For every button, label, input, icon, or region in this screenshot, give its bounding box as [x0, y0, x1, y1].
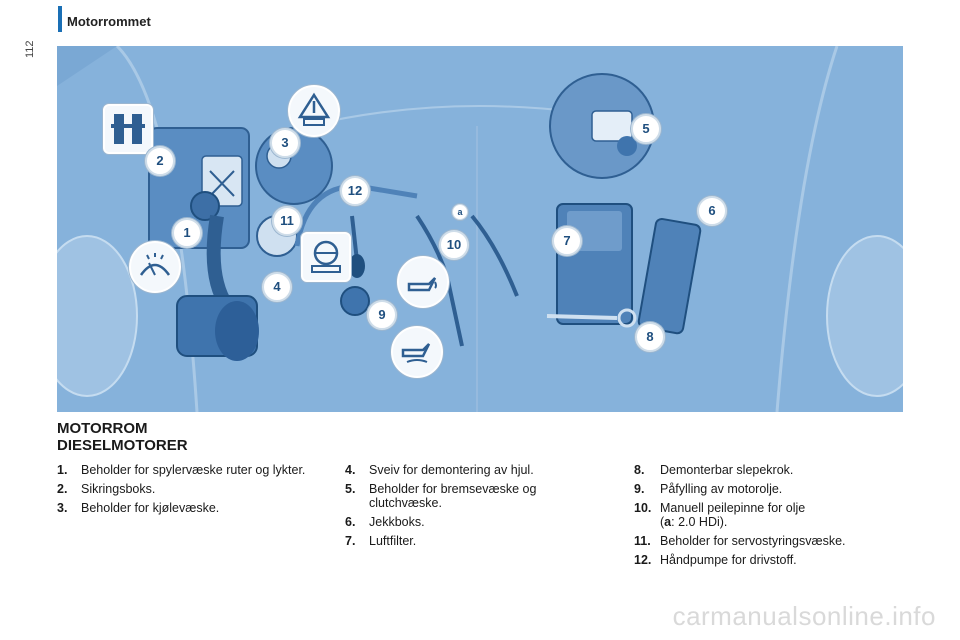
legend-text: Påfylling av motorolje. [660, 482, 783, 496]
callout-10: 10 [439, 230, 469, 260]
legend-item: 8. Demonterbar slepekrok. [634, 463, 904, 477]
power-steering-icon [301, 232, 351, 282]
legend-text-paren: ( [660, 515, 665, 529]
hand-pump-bulb [349, 254, 365, 278]
legend-item: 12. Håndpumpe for drivstoff. [634, 553, 904, 567]
legend-item: 4. Sveiv for demontering av hjul. [345, 463, 595, 477]
hand-pump-hose [350, 215, 359, 262]
coolant-icon [288, 85, 340, 137]
legend-item: 10. Manuell peilepinne for olje(a: 2.0 HD… [634, 501, 904, 529]
legend-text: Beholder for servostyringsvæske. [660, 534, 846, 548]
legend-text: Beholder for spylervæske ruter og lykter… [81, 463, 306, 477]
callout-6: 6 [697, 196, 727, 226]
legend-number: 1. [57, 463, 68, 477]
callout-2: 2 [145, 146, 175, 176]
legend-number: 11. [634, 534, 651, 548]
legend-number: 12. [634, 553, 652, 567]
engine-bay-illustration: 1 2 3 4 5 6 7 8 9 10 11 12 a [57, 46, 903, 412]
oil-filler-cap [340, 286, 370, 316]
legend-item: 6. Jekkboks. [345, 515, 595, 529]
engine-bay-drawing [57, 46, 903, 412]
legend-text: Sveiv for demontering av hjul. [369, 463, 534, 477]
legend-item: 2. Sikringsboks. [57, 482, 317, 496]
oil-filler-icon [391, 326, 443, 378]
legend-item: 5. Beholder for bremsevæske og clutchvæsk… [345, 482, 595, 510]
legend-number: 4. [345, 463, 356, 477]
legend-number: 5. [345, 482, 356, 496]
headlight-right [826, 235, 903, 397]
legend-number: 2. [57, 482, 68, 496]
legend-item: 7. Luftfilter. [345, 534, 595, 548]
oil-level-icon [397, 256, 449, 308]
callout-1: 1 [172, 218, 202, 248]
callout-12: 12 [340, 176, 370, 206]
legend-text-a: a [664, 515, 672, 529]
callout-5: 5 [631, 114, 661, 144]
legend-text: Manuell peilepinne for olje(a: 2.0 HDi). [660, 501, 805, 529]
legend-column-2: 4. Sveiv for demontering av hjul. 5. Behol… [345, 463, 595, 553]
fuse-box-mark [209, 170, 235, 197]
legend-text-main: Manuell peilepinne for olje [660, 501, 806, 515]
legend-item: 11. Beholder for servostyringsvæske. [634, 534, 904, 548]
hood-edge-right [775, 46, 839, 412]
legend-text: Jekkboks. [369, 515, 425, 529]
heading-line-1: MOTORROM [57, 420, 148, 437]
tow-hook [546, 314, 618, 320]
legend-text: Beholder for kjølevæske. [81, 501, 220, 515]
legend-text: Håndpumpe for drivstoff. [660, 553, 797, 567]
watermark: carmanualsonline.info [672, 601, 936, 631]
lower-canister [215, 301, 259, 361]
legend-number: 3. [57, 501, 68, 515]
legend-text: Demonterbar slepekrok. [660, 463, 794, 477]
legend-number: 9. [634, 482, 645, 496]
legend-column-1: 1. Beholder for spylervæske ruter og lykt… [57, 463, 317, 520]
headlight-left [57, 235, 138, 397]
callout-a: a [452, 204, 468, 220]
section-title: Motorrommet [67, 14, 151, 29]
page-heading: MOTORROM DIESELMOTORER [57, 420, 188, 454]
legend-number: 6. [345, 515, 356, 529]
callout-8: 8 [635, 322, 665, 352]
callout-11: 11 [272, 206, 302, 236]
fuse-box-icon [103, 104, 153, 154]
brake-fluid-cap [617, 136, 637, 156]
legend-text: Beholder for bremsevæske og clutchvæske. [369, 482, 537, 510]
callout-7: 7 [552, 226, 582, 256]
legend-text: Luftfilter. [369, 534, 417, 548]
legend-column-3: 8. Demonterbar slepekrok. 9. Påfylling av … [634, 463, 904, 572]
legend-number: 8. [634, 463, 645, 477]
legend-text-post: : 2.0 HDi). [671, 515, 728, 529]
section-accent-bar [58, 6, 62, 32]
callout-9: 9 [367, 300, 397, 330]
legend-number: 7. [345, 534, 356, 548]
legend-item: 1. Beholder for spylervæske ruter og lykt… [57, 463, 317, 477]
dipstick [470, 214, 519, 297]
washer-cap [190, 191, 220, 221]
tow-hook-eye [617, 308, 637, 328]
legend-item: 9. Påfylling av motorolje. [634, 482, 904, 496]
heading-line-2: DIESELMOTORER [57, 437, 188, 454]
legend-item: 3. Beholder for kjølevæske. [57, 501, 317, 515]
callout-4: 4 [262, 272, 292, 302]
callout-3: 3 [270, 128, 300, 158]
legend-text: Sikringsboks. [81, 482, 156, 496]
washer-fluid-icon [129, 241, 181, 293]
page-number: 112 [24, 40, 36, 58]
legend-number: 10. [634, 501, 652, 515]
